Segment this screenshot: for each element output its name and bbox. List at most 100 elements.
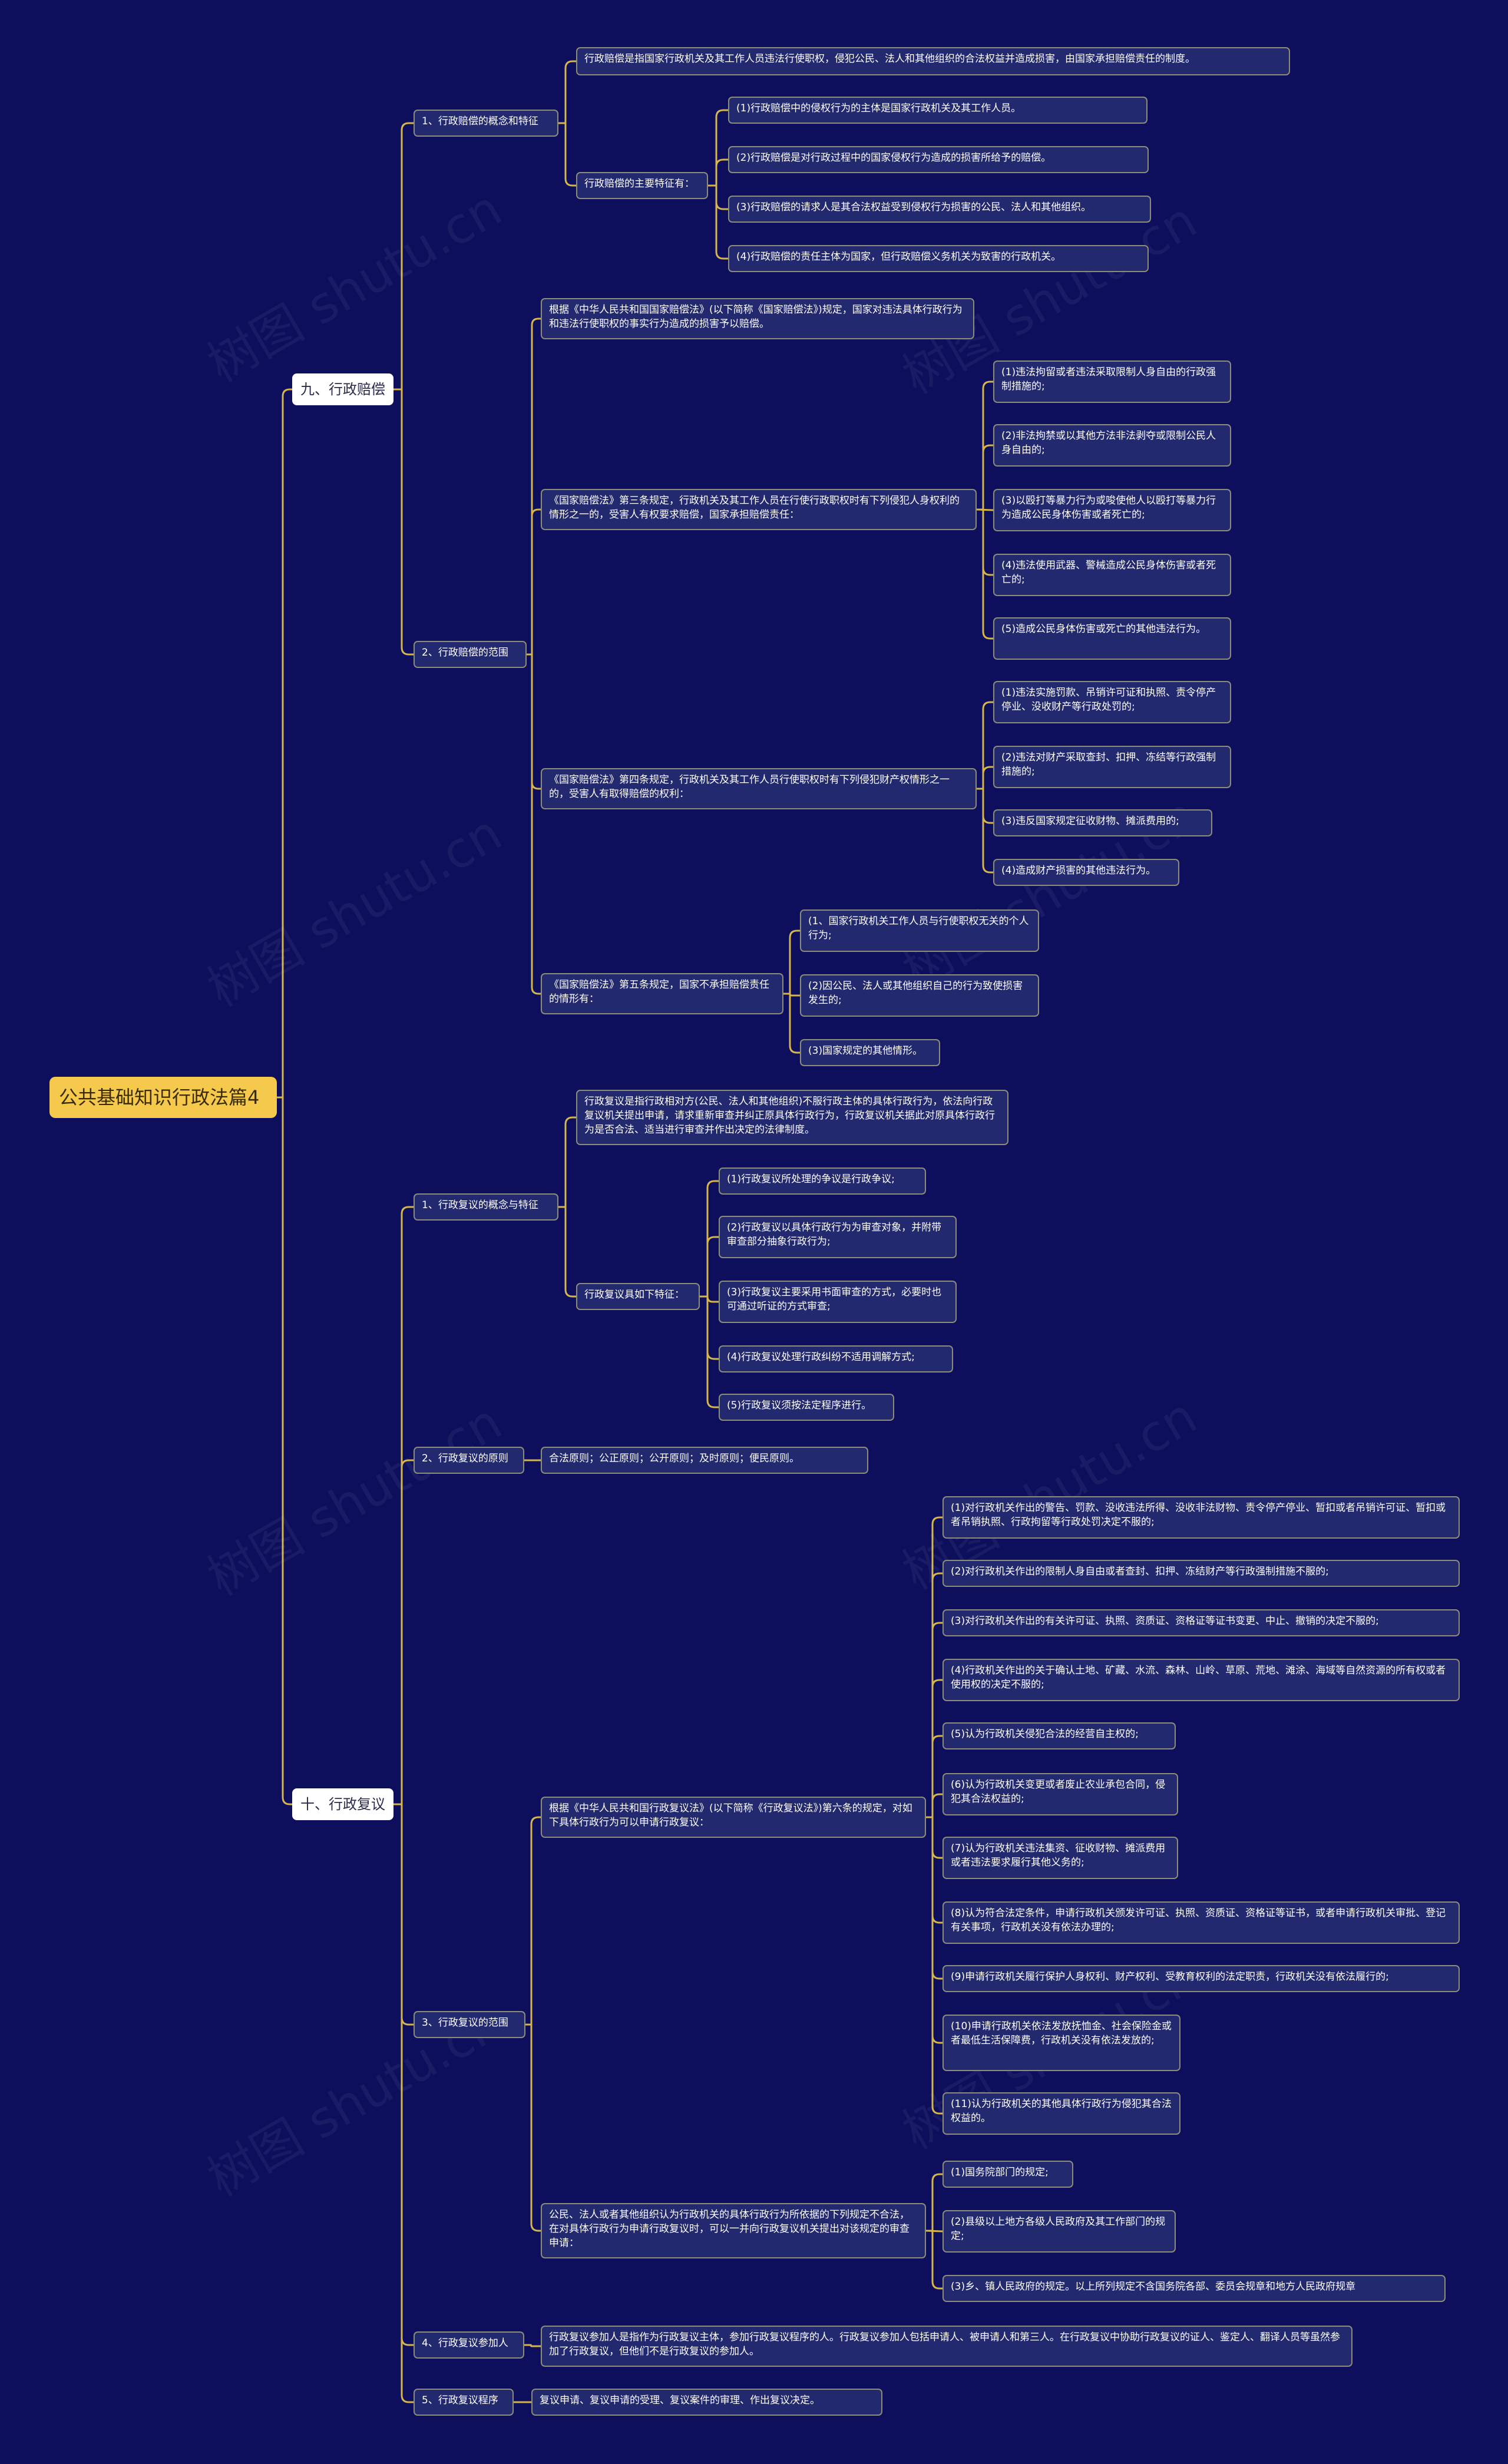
connector-s9-2d3 — [783, 993, 800, 1054]
topic-node-s10-1b[interactable]: 行政复议具如下特征： — [576, 1283, 700, 1310]
topic-node-s10-1[interactable]: 1、行政复议的概念与特征 — [414, 1193, 558, 1221]
connector-s9-2b5 — [977, 508, 993, 640]
connector-s9-2d1 — [783, 930, 800, 995]
topic-node-s10-3a6[interactable]: (6)认为行政机关变更或者废止农业承包合同，侵犯其合法权益的; — [943, 1773, 1178, 1815]
connector-s10-3a9 — [926, 1816, 943, 1980]
connector-s10-3a3 — [926, 1622, 943, 1818]
topic-node-s10-5a[interactable]: 复议申请、复议申请的受理、复议案件的审理、作出复议决定。 — [531, 2389, 882, 2416]
topic-node-s9-1b3[interactable]: (3)行政赔偿的请求人是其合法权益受到侵权行为损害的公民、法人和其他组织。 — [728, 196, 1151, 223]
connector-s10-4 — [393, 1803, 414, 2346]
topic-node-s9-2d1[interactable]: (1、国家行政机关工作人员与行使职权无关的个人行为; — [800, 909, 1039, 952]
topic-node-s10-3a4[interactable]: (4)行政机关作出的关于确认土地、矿藏、水流、森林、山岭、草原、荒地、滩涂、海域… — [943, 1659, 1460, 1701]
topic-node-s10-3a3[interactable]: (3)对行政机关作出的有关许可证、执照、资质证、资格证等证书变更、中止、撤销的决… — [943, 1609, 1460, 1636]
connector-s9-2a — [527, 317, 541, 656]
topic-node-s10-3[interactable]: 3、行政复议的范围 — [414, 2011, 525, 2038]
topic-node-s9-2d2[interactable]: (2)因公民、法人或其他组织自己的行为致使损害发生的; — [800, 974, 1039, 1017]
topic-node-s10-4[interactable]: 4、行政复议参加人 — [414, 2331, 524, 2359]
topic-node-s10-4a[interactable]: 行政复议参加人是指作为行政复议主体，参加行政复议程序的人。行政复议参加人包括申请… — [541, 2326, 1352, 2367]
topic-node-s9-2b1[interactable]: (1)违法拘留或者违法采取限制人身自由的行政强制措施的; — [993, 360, 1231, 403]
connector-s9-2c2 — [977, 766, 993, 790]
connector-s10-1 — [393, 1206, 414, 1805]
topic-node-s9-1b[interactable]: 行政赔偿的主要特征有： — [576, 172, 708, 199]
connector-s9 — [277, 388, 292, 1099]
topic-node-s10-3a8[interactable]: (8)认为符合法定条件，申请行政机关颁发许可证、执照、资质证、资格证等证书，或者… — [943, 1901, 1460, 1944]
topic-node-s10-1b1[interactable]: (1)行政复议所处理的争议是行政争议; — [719, 1167, 926, 1195]
topic-node-s9-1[interactable]: 1、行政赔偿的概念和特征 — [414, 110, 558, 137]
connector-s10-1b1 — [700, 1180, 719, 1298]
connector-s10-3a8 — [926, 1816, 943, 1924]
connector-s9-2d — [527, 653, 541, 995]
connector-s9-1b — [558, 122, 576, 187]
connector-s9-2b4 — [977, 508, 993, 576]
topic-node-s10-3b1[interactable]: (1)国务院部门的规定; — [943, 2161, 1073, 2188]
connector-s9-1b2 — [708, 158, 728, 187]
topic-node-s9-2c2[interactable]: (2)违法对财产采取查封、扣押、冻结等行政强制措施的; — [993, 746, 1231, 788]
topic-node-s10-3a9[interactable]: (9)申请行政机关履行保护人身权利、财产权利、受教育权利的法定职责，行政机关没有… — [943, 1965, 1460, 1992]
topic-node-s10-3a1[interactable]: (1)对行政机关作出的警告、罚款、没收违法所得、没收非法财物、责令停产停业、暂扣… — [943, 1496, 1460, 1539]
connector-s10-3b1 — [926, 2173, 943, 2232]
topic-node-s10-1b5[interactable]: (5)行政复议须按法定程序进行。 — [719, 1394, 894, 1421]
topic-node-s9-2b3[interactable]: (3)以殴打等暴力行为或唆使他人以殴打等暴力行为造成公民身体伤害或者死亡的; — [993, 489, 1231, 531]
topic-node-s10-3b3[interactable]: (3)乡、镇人民政府的规定。以上所列规定不含国务院各部、委员会规章和地方人民政府… — [943, 2275, 1446, 2302]
topic-node-s10-3b[interactable]: 公民、法人或者其他组织认为行政机关的具体行政行为所依据的下列规定不合法，在对具体… — [541, 2203, 926, 2258]
connector-s10-3 — [393, 1803, 414, 2026]
topic-node-s9-2b2[interactable]: (2)非法拘禁或以其他方法非法剥夺或限制公民人身自由的; — [993, 424, 1231, 467]
connector-s10-3a6 — [926, 1793, 943, 1818]
topic-node-s9-2d3[interactable]: (3)国家规定的其他情形。 — [800, 1039, 940, 1066]
topic-node-s9-2c1[interactable]: (1)违法实施罚款、吊销许可证和执照、责令停产停业、没收财产等行政处罚的; — [993, 681, 1231, 723]
connector-s10-3a11 — [926, 1816, 943, 2115]
topic-node-s10-1b3[interactable]: (3)行政复议主要采用书面审查的方式，必要时也可通过听证的方式审查; — [719, 1281, 957, 1323]
topic-node-s9-2d[interactable]: 《国家赔偿法》第五条规定，国家不承担赔偿责任的情形有： — [541, 973, 783, 1014]
topic-node-s9-2c3[interactable]: (3)违反国家规定征收财物、摊派费用的; — [993, 809, 1212, 836]
connector-s10-3a7 — [926, 1816, 943, 1859]
topic-node-s9-2c[interactable]: 《国家赔偿法》第四条规定，行政机关及其工作人员行使职权时有下列侵犯财产权情形之一… — [541, 768, 977, 809]
topic-node-s10-1a[interactable]: 行政复议是指行政相对方(公民、法人和其他组织)不服行政主体的具体行政行为，依法向… — [576, 1090, 1008, 1145]
topic-node-s10-3a7[interactable]: (7)认为行政机关违法集资、征收财物、摊派费用或者违法要求履行其他义务的; — [943, 1837, 1178, 1879]
topic-node-s10-3a5[interactable]: (5)认为行政机关侵犯合法的经营自主权的; — [943, 1722, 1176, 1749]
connector-s9-2c4 — [977, 788, 993, 874]
connector-s9-2c3 — [977, 788, 993, 824]
topic-node-s9-2c4[interactable]: (4)造成财产损害的其他违法行为。 — [993, 859, 1179, 886]
connector-s10-3a — [525, 1816, 541, 2026]
topic-node-s10-1b2[interactable]: (2)行政复议以具体行政行为为审查对象，并附带审查部分抽象行政行为; — [719, 1216, 957, 1258]
topic-node-s9-1b2[interactable]: (2)行政赔偿是对行政过程中的国家侵权行为造成的损害所给予的赔偿。 — [728, 146, 1149, 173]
topic-node-s9[interactable]: 九、行政赔偿 — [292, 373, 393, 405]
connector-s10-3a2 — [926, 1572, 943, 1818]
topic-node-s10-3b2[interactable]: (2)县级以上地方各级人民政府及其工作部门的规定; — [943, 2210, 1176, 2253]
connector-s9-1b3 — [708, 184, 728, 210]
connector-s9-1 — [393, 122, 414, 391]
topic-node-s10-3a2[interactable]: (2)对行政机关作出的限制人身自由或者查封、扣押、冻结财产等行政强制措施不服的; — [943, 1560, 1460, 1587]
topic-node-s9-2b5[interactable]: (5)造成公民身体伤害或死亡的其他违法行为。 — [993, 617, 1231, 660]
connector-s10-5 — [393, 1803, 414, 2403]
connector-s10-3a5 — [926, 1735, 943, 1818]
topic-node-s10-3a[interactable]: 根据《中华人民共和国行政复议法》(以下简称《行政复议法》)第六条的规定，对如下具… — [541, 1797, 926, 1838]
connector-s10-1b4 — [700, 1295, 719, 1360]
topic-node-s9-2b4[interactable]: (4)违法使用武器、警械造成公民身体伤害或者死亡的; — [993, 554, 1231, 596]
topic-node-s9-1a[interactable]: 行政赔偿是指国家行政机关及其工作人员违法行使职权，侵犯公民、法人和其他组织的合法… — [576, 47, 1290, 75]
connector-s10-2 — [393, 1459, 414, 1805]
connector-s10-1b2 — [700, 1236, 719, 1298]
topic-node-s9-2b[interactable]: 《国家赔偿法》第三条规定，行政机关及其工作人员在行使行政职权时有下列侵犯人身权利… — [541, 489, 977, 530]
connector-s9-2b — [527, 508, 541, 656]
connector-s9-1b4 — [708, 184, 728, 260]
connector-s10-1b — [558, 1206, 576, 1298]
connector-s9-2b1 — [977, 381, 993, 511]
connector-s9-2c — [527, 653, 541, 790]
topic-node-s10[interactable]: 十、行政复议 — [292, 1788, 393, 1820]
topic-node-s10-2[interactable]: 2、行政复议的原则 — [414, 1447, 524, 1474]
topic-node-s10-1b4[interactable]: (4)行政复议处理行政纠纷不适用调解方式; — [719, 1345, 953, 1372]
connector-s10-1a — [558, 1116, 576, 1208]
topic-node-s9-1b1[interactable]: (1)行政赔偿中的侵权行为的主体是国家行政机关及其工作人员。 — [728, 97, 1147, 124]
connector-s9-2c1 — [977, 701, 993, 790]
topic-node-s10-5[interactable]: 5、行政复议程序 — [414, 2389, 514, 2416]
connector-s9-1a — [558, 60, 576, 124]
topic-node-s9-2a[interactable]: 根据《中华人民共和国国家赔偿法》(以下简称《国家赔偿法》)规定，国家对违法具体行… — [541, 298, 974, 339]
topic-node-s10-2a[interactable]: 合法原则；公正原则；公开原则；及时原则；便民原则。 — [541, 1447, 868, 1474]
topic-node-s9-2[interactable]: 2、行政赔偿的范围 — [414, 641, 527, 668]
root-topic[interactable]: 公共基础知识行政法篇4 — [49, 1077, 277, 1118]
topic-node-s10-3a11[interactable]: (11)认为行政机关的其他具体行政行为侵犯其合法权益的。 — [943, 2092, 1180, 2135]
topic-node-s9-1b4[interactable]: (4)行政赔偿的责任主体为国家，但行政赔偿义务机关为致害的行政机关。 — [728, 245, 1149, 272]
topic-node-s10-3a10[interactable]: (10)申请行政机关依法发放抚恤金、社会保险金或者最低生活保障费，行政机关没有依… — [943, 2015, 1180, 2071]
connector-s10-3a1 — [926, 1516, 943, 1818]
